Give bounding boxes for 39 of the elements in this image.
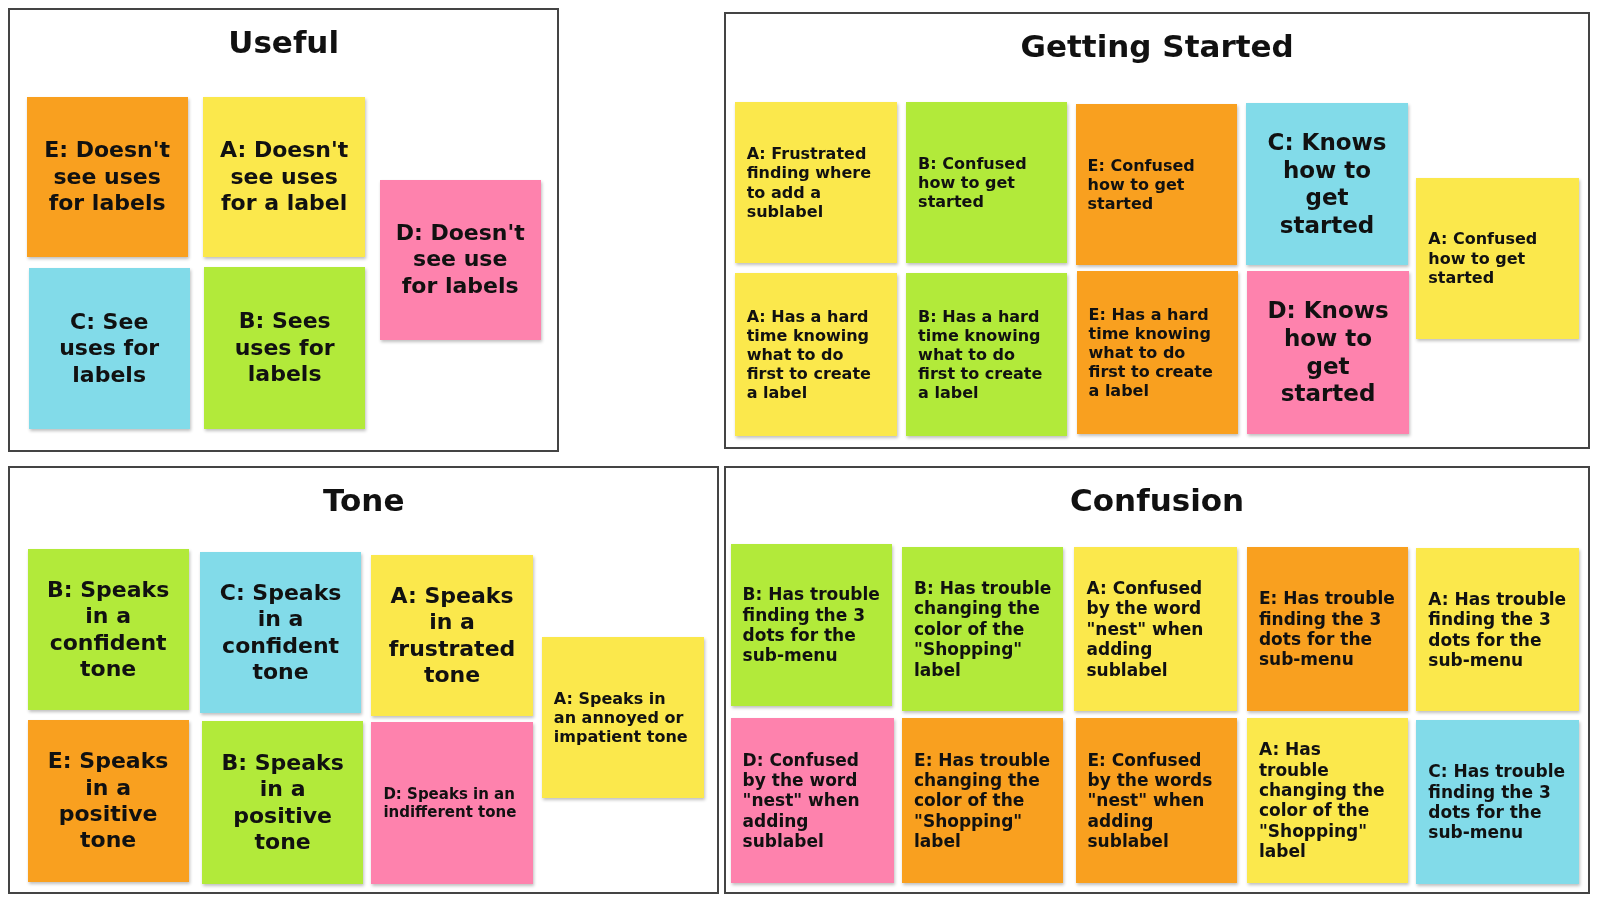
sticky-note: E: Has a hard time knowing what to do first to create a label: [1076, 271, 1238, 434]
group-title: Getting Started: [1019, 28, 1295, 65]
sticky-note: B: Sees uses for labels: [204, 267, 366, 429]
sticky-note: B: Speaks in a confident tone: [27, 548, 189, 711]
sticky-note: A: Has a hard time knowing what to do first to create a label: [734, 273, 897, 436]
group-title: Tone: [322, 482, 406, 519]
cluster-panel: [8, 466, 720, 894]
sticky-note: A: Doesn't see uses for a label: [203, 96, 366, 258]
sticky-note: B: Has trouble changing the color of the "Shopping" label: [902, 546, 1064, 712]
cluster-panel: [724, 12, 1590, 449]
group-title: Useful: [227, 24, 341, 61]
sticky-note: C: Knows how to get started: [1245, 103, 1409, 266]
sticky-note: D: Knows how to get started: [1246, 271, 1410, 434]
group-title: Confusion: [1069, 482, 1246, 519]
sticky-note: C: Speaks in a confident tone: [200, 552, 362, 714]
sticky-note: B: Confused how to get started: [906, 102, 1068, 264]
sticky-note: A: Confused by the word "nest" when adding sublabel: [1074, 546, 1237, 712]
sticky-note: E: Confused how to get started: [1075, 104, 1237, 266]
sticky-note: E: Speaks in a positive tone: [27, 720, 189, 882]
cluster-panel: [8, 8, 560, 453]
sticky-note: D: Confused by the word "nest" when adding sublabel: [730, 718, 894, 883]
sticky-note: E: Doesn't see uses for labels: [26, 96, 188, 258]
sticky-note: B: Speaks in a positive tone: [202, 721, 364, 884]
sticky-note: A: Speaks in an annoyed or impatient tone: [541, 636, 705, 798]
sticky-note: B: Has trouble finding the 3 dots for the sub-menu: [730, 543, 892, 707]
sticky-note: E: Has trouble changing the color of the "Shopping" label: [902, 718, 1064, 883]
sticky-note: E: Confused by the words "nest" when adding sublabel: [1075, 718, 1237, 883]
sticky-note: D: Doesn't see use for labels: [379, 179, 541, 340]
sticky-note: A: Confused how to get started: [1416, 177, 1579, 339]
sticky-note: A: Has trouble changing the color of the "Shopping" label: [1246, 718, 1409, 883]
sticky-note: E: Has trouble finding the 3 dots for the sub-menu: [1246, 546, 1409, 712]
sticky-note: A: Speaks in a frustrated tone: [371, 555, 533, 717]
sticky-note: A: Frustrated finding where to add a sublabel: [734, 102, 897, 264]
sticky-note: B: Has a hard time knowing what to do first to create a label: [906, 273, 1068, 436]
cluster-panel: [724, 466, 1590, 894]
sticky-note: D: Speaks in an indifferent tone: [371, 722, 533, 884]
sticky-note: C: See uses for labels: [28, 268, 190, 429]
sticky-note: C: Has trouble finding the 3 dots for the sub-menu: [1416, 720, 1579, 884]
sticky-note: A: Has trouble finding the 3 dots for the sub-menu: [1416, 547, 1579, 712]
